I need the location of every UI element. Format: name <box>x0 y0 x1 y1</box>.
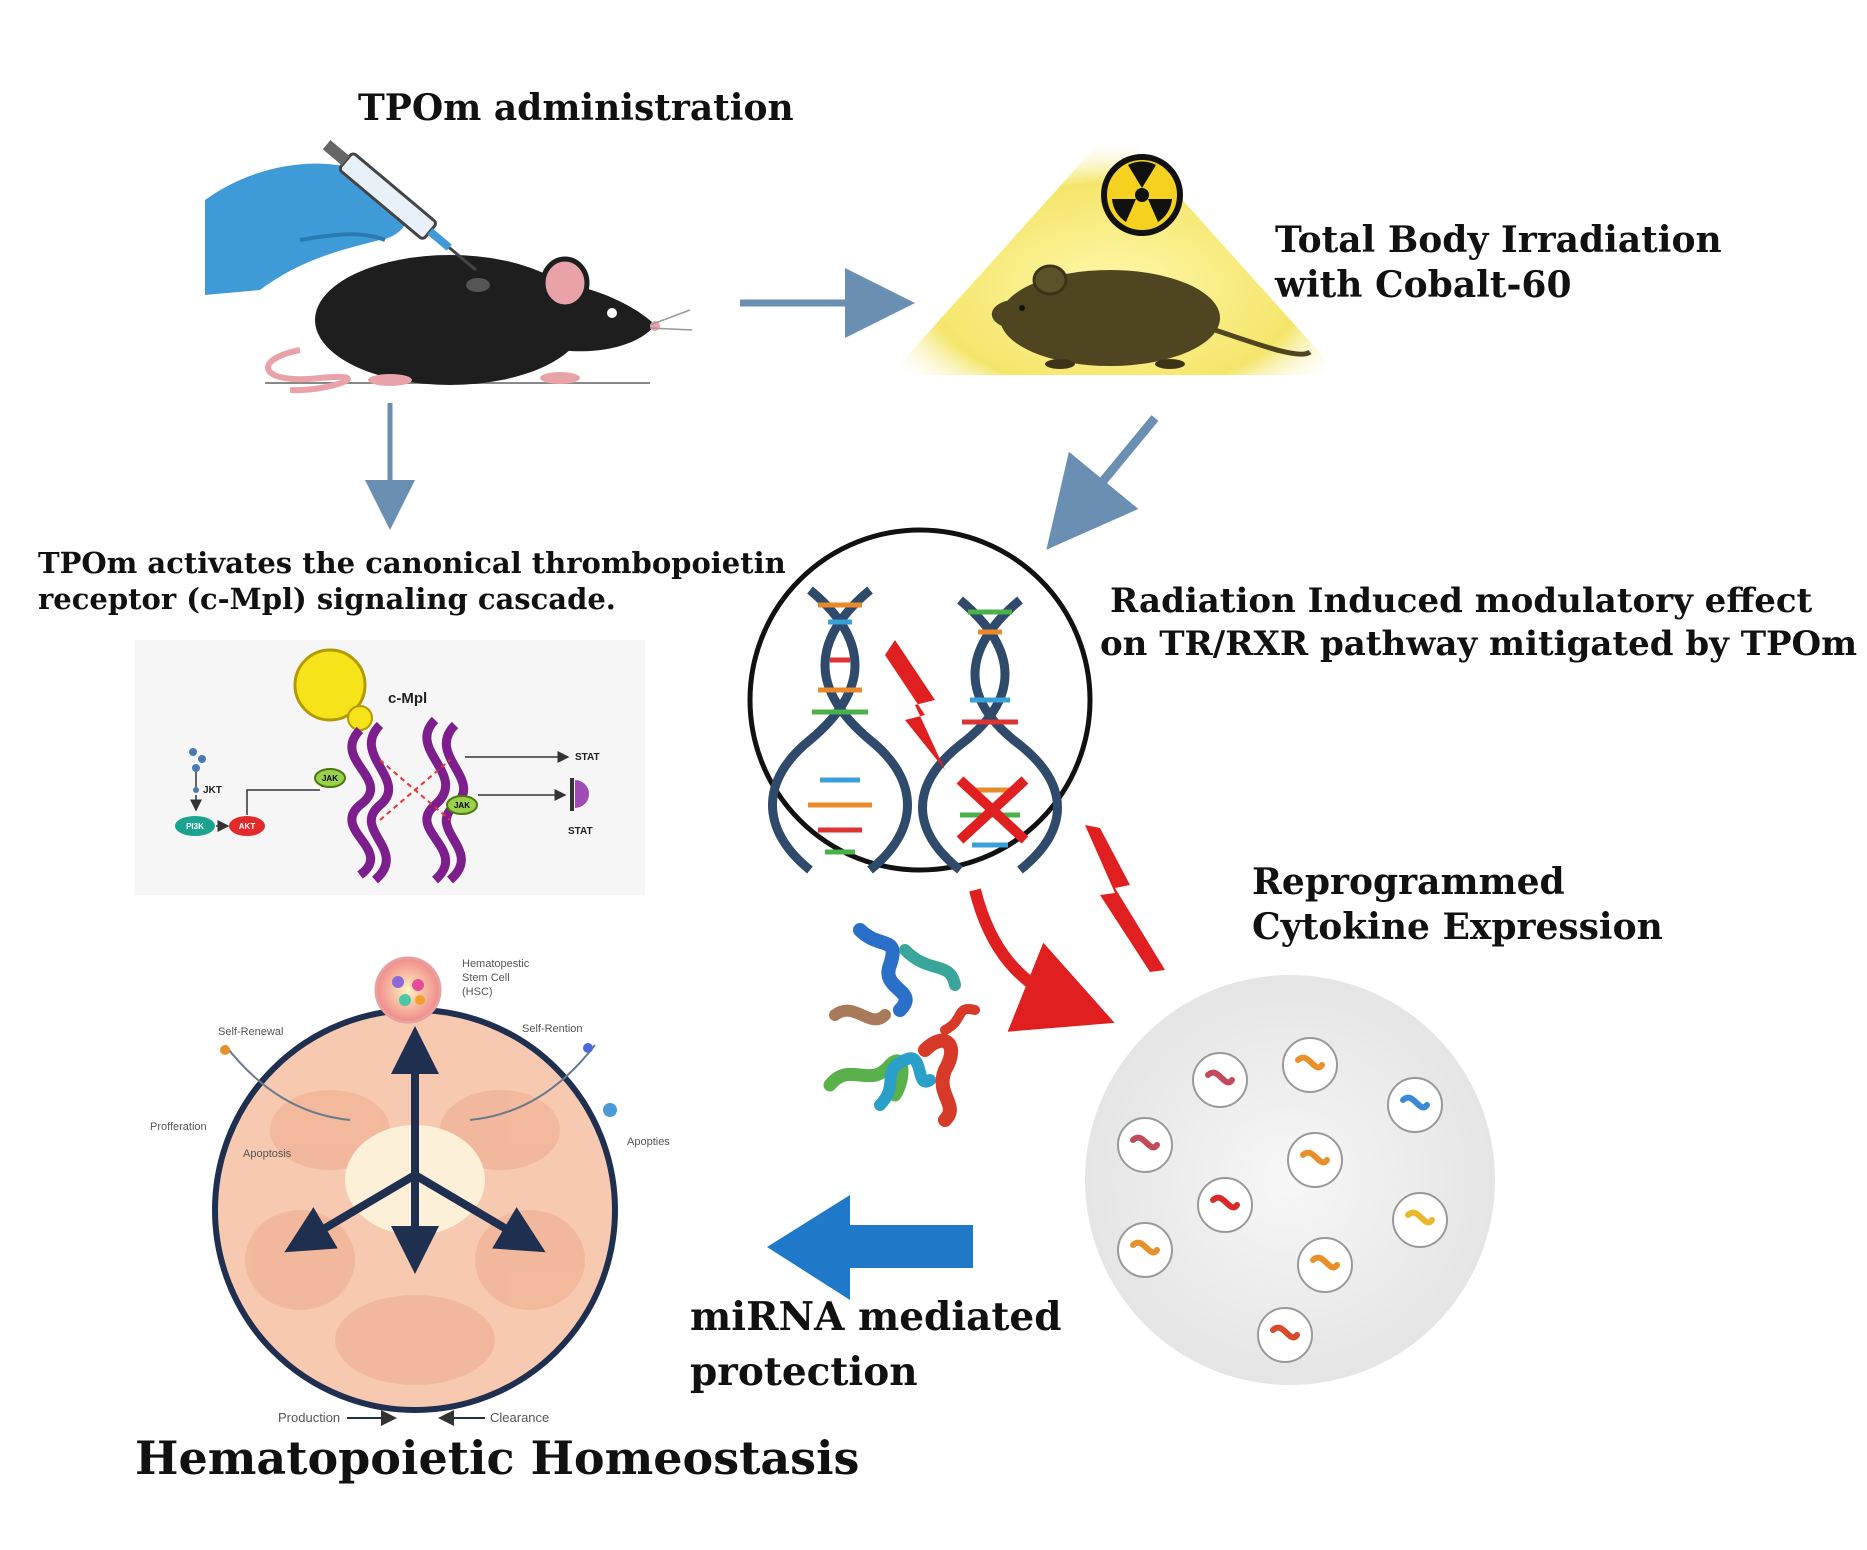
cytokine-proteins-illustration <box>823 923 980 1127</box>
cmpl-receptor <box>347 716 469 884</box>
apoptosis-right-label: Apopties <box>627 1136 670 1148</box>
label-reprog-line2: Cytokine Expression <box>1252 906 1663 948</box>
production-label: Production <box>278 1410 340 1425</box>
jak-right <box>446 795 478 815</box>
label-tbi-line2: with Cobalt-60 <box>1275 264 1572 306</box>
apoptosis-left-label: Apoptosis <box>243 1148 292 1160</box>
label-radiation-effect: Radiation Induced modulatory effect on T… <box>1100 580 1857 665</box>
cmpl-label: c-Mpl <box>388 690 427 707</box>
dna-helix-left <box>768 586 912 874</box>
akt-label: AKT <box>239 822 256 831</box>
jkt-label: JKT <box>203 785 222 796</box>
clearance-label: Clearance <box>490 1410 549 1425</box>
label-radiation-line1: Radiation Induced modulatory effect <box>1110 581 1813 621</box>
hsc-label-line2: Stem Cell <box>462 972 510 984</box>
red-flow-arrows <box>969 825 1165 1032</box>
label-activates-line1: TPOm activates the canonical thrombopoie… <box>38 546 786 580</box>
lightning-bolt-icon <box>1085 825 1165 972</box>
label-tbi-line1: Total Body Irradiation <box>1275 219 1722 261</box>
jak-right-label: JAK <box>454 801 470 810</box>
label-mirna-line1: miRNA mediated <box>690 1294 1062 1340</box>
arrow-irradiation-to-dna <box>1046 415 1159 550</box>
flow-arrows <box>365 268 1159 550</box>
self-renewal-label: Self-Renewal <box>218 1026 283 1038</box>
stat-top-label: STAT <box>575 752 600 763</box>
lightning-icon <box>885 640 945 770</box>
label-tpom-administration: TPOm administration <box>358 87 794 129</box>
hsc-label-line3: (HSC) <box>462 986 493 998</box>
hsc-label-line1: Hematopestic <box>462 958 530 970</box>
injected-mouse-illustration <box>205 140 693 394</box>
pi3k-label: PI3K <box>186 822 204 831</box>
cytokine-dish-illustration <box>1085 975 1495 1385</box>
dna-helix-right <box>918 596 1062 874</box>
arrow-dna-to-cytokines <box>969 888 1115 1032</box>
jak-left-label: JAK <box>322 774 338 783</box>
dna-damage-illustration <box>747 527 1093 874</box>
jak-left <box>314 768 346 788</box>
pi3k-node <box>175 816 215 836</box>
tri-arrow-icon <box>284 1026 546 1274</box>
radiation-icon <box>1101 154 1183 236</box>
proliferation-label: Profferation <box>150 1121 207 1133</box>
label-mirna-protection: miRNA mediated protection <box>690 1290 1062 1399</box>
stat-bottom-label: STAT <box>568 826 593 837</box>
label-hematopoietic-homeostasis: Hematopoietic Homeostasis <box>135 1431 860 1485</box>
label-total-body-irradiation: Total Body Irradiation with Cobalt-60 <box>1275 218 1722 308</box>
mirna-arrow <box>767 1195 973 1300</box>
self-rention-label: Self-Rention <box>522 1023 583 1035</box>
hsc-cell <box>374 956 442 1024</box>
label-reprogrammed-cytokines: Reprogrammed Cytokine Expression <box>1252 860 1663 950</box>
label-radiation-line2: on TR/RXR pathway mitigated by TPOm <box>1100 623 1858 664</box>
label-activates-line2: receptor (c-Mpl) signaling cascade. <box>38 582 616 617</box>
irradiation-illustration <box>890 125 1340 375</box>
akt-node <box>229 816 265 836</box>
damage-cross-icon <box>956 776 1029 844</box>
label-tpom-activates: TPOm activates the canonical thrombopoie… <box>38 545 786 618</box>
cmpl-signaling-panel: JAK JAK c-Mpl STAT STAT JKT PI3K AKT <box>135 640 645 895</box>
label-mirna-line2: protection <box>690 1348 918 1395</box>
marrow-labels: Hematopestic Stem Cell (HSC) Self-Renewa… <box>150 958 670 1426</box>
label-reprog-line1: Reprogrammed <box>1252 861 1565 903</box>
tpo-ligand <box>293 648 367 722</box>
bone-marrow-illustration <box>212 956 618 1413</box>
